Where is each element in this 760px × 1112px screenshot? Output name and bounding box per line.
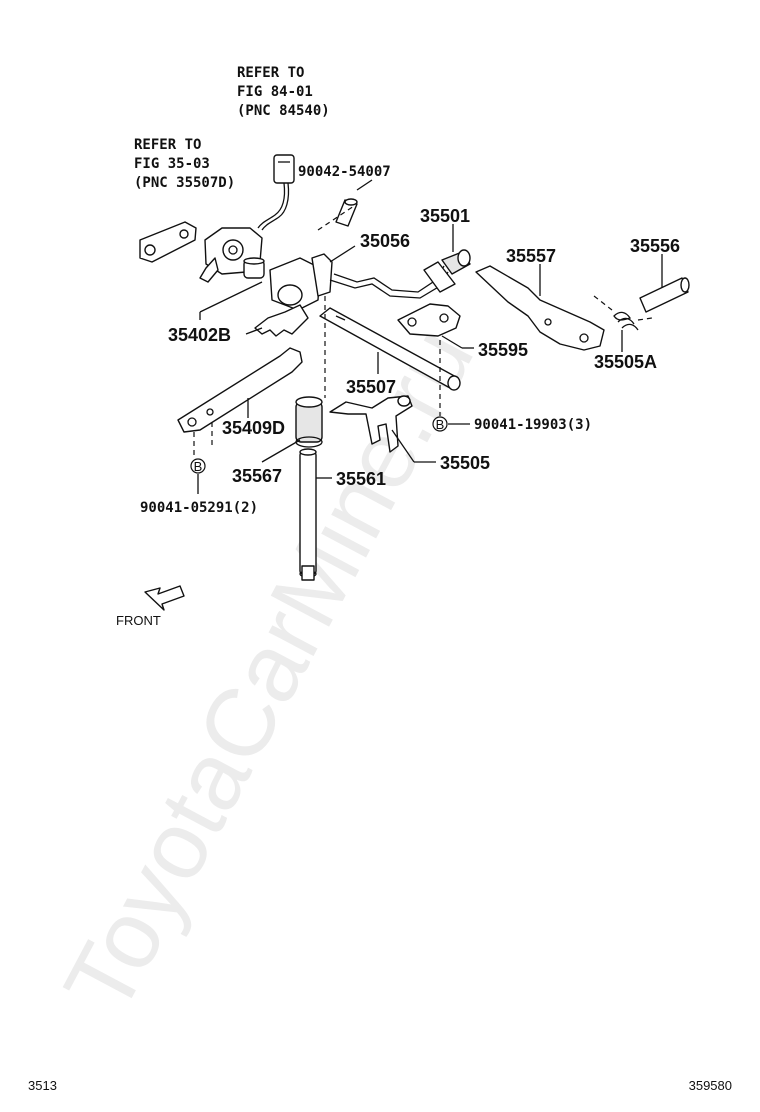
- marker-letter: B: [194, 459, 203, 474]
- part-label-35505: 35505: [440, 453, 490, 473]
- bushing-drawing: [295, 396, 323, 448]
- link-plate-drawing: [177, 347, 303, 433]
- part-label-35501: 35501: [420, 206, 470, 226]
- reference-line: (PNC 35507D): [134, 175, 235, 191]
- shift-fork-drawing: [329, 395, 413, 453]
- part-label-35507: 35507: [346, 377, 396, 397]
- reference-line: FIG 84-01: [237, 84, 313, 100]
- spring-drawing: [593, 295, 653, 331]
- detent-lever-plate-drawing: [475, 265, 605, 351]
- bolt-marker-b: B: [190, 458, 206, 474]
- wire-connector-drawing: [257, 154, 295, 231]
- marker-letter: B: [436, 417, 445, 432]
- part-label-35557: 35557: [506, 246, 556, 266]
- front-label: FRONT: [116, 613, 161, 628]
- manual-valve-shaft-drawing: [319, 307, 461, 391]
- footer-figure-code: 359580: [689, 1078, 732, 1093]
- part-label-90042-54007: 90042-54007: [298, 164, 391, 180]
- collar-drawing: [243, 257, 265, 279]
- manual-valve-lever-drawing: [254, 253, 333, 337]
- part-label-35409d: 35409D: [222, 418, 285, 438]
- part-label-35595: 35595: [478, 340, 528, 360]
- part-label-35556: 35556: [630, 236, 680, 256]
- part-label-90041-19903: 90041-19903(3): [474, 417, 592, 433]
- part-label-35505a: 35505A: [594, 352, 657, 372]
- front-arrow-icon: [144, 585, 185, 611]
- parking-lock-rod-drawing: [329, 249, 471, 299]
- reference-line: REFER TO: [237, 65, 304, 81]
- bolt-marker-b: B: [432, 416, 448, 432]
- reference-line: REFER TO: [134, 137, 201, 153]
- reference-line: FIG 35-03: [134, 156, 210, 172]
- bracket-drawing: [397, 303, 461, 337]
- reference-line: (PNC 84540): [237, 103, 330, 119]
- bolt-drawing: [335, 198, 358, 227]
- pin-drawing: [639, 277, 690, 313]
- footer-page-code: 3513: [28, 1078, 57, 1093]
- rod-drawing: [299, 448, 317, 581]
- part-label-90041-05291: 90041-05291(2): [140, 500, 258, 516]
- part-label-35056: 35056: [360, 231, 410, 251]
- reference-note-fig-84-01: REFER TO FIG 84-01 (PNC 84540): [237, 65, 330, 119]
- part-label-35567: 35567: [232, 466, 282, 486]
- reference-note-fig-35-03: REFER TO FIG 35-03 (PNC 35507D): [134, 137, 235, 191]
- part-label-35561: 35561: [336, 469, 386, 489]
- part-label-35402b: 35402B: [168, 325, 231, 345]
